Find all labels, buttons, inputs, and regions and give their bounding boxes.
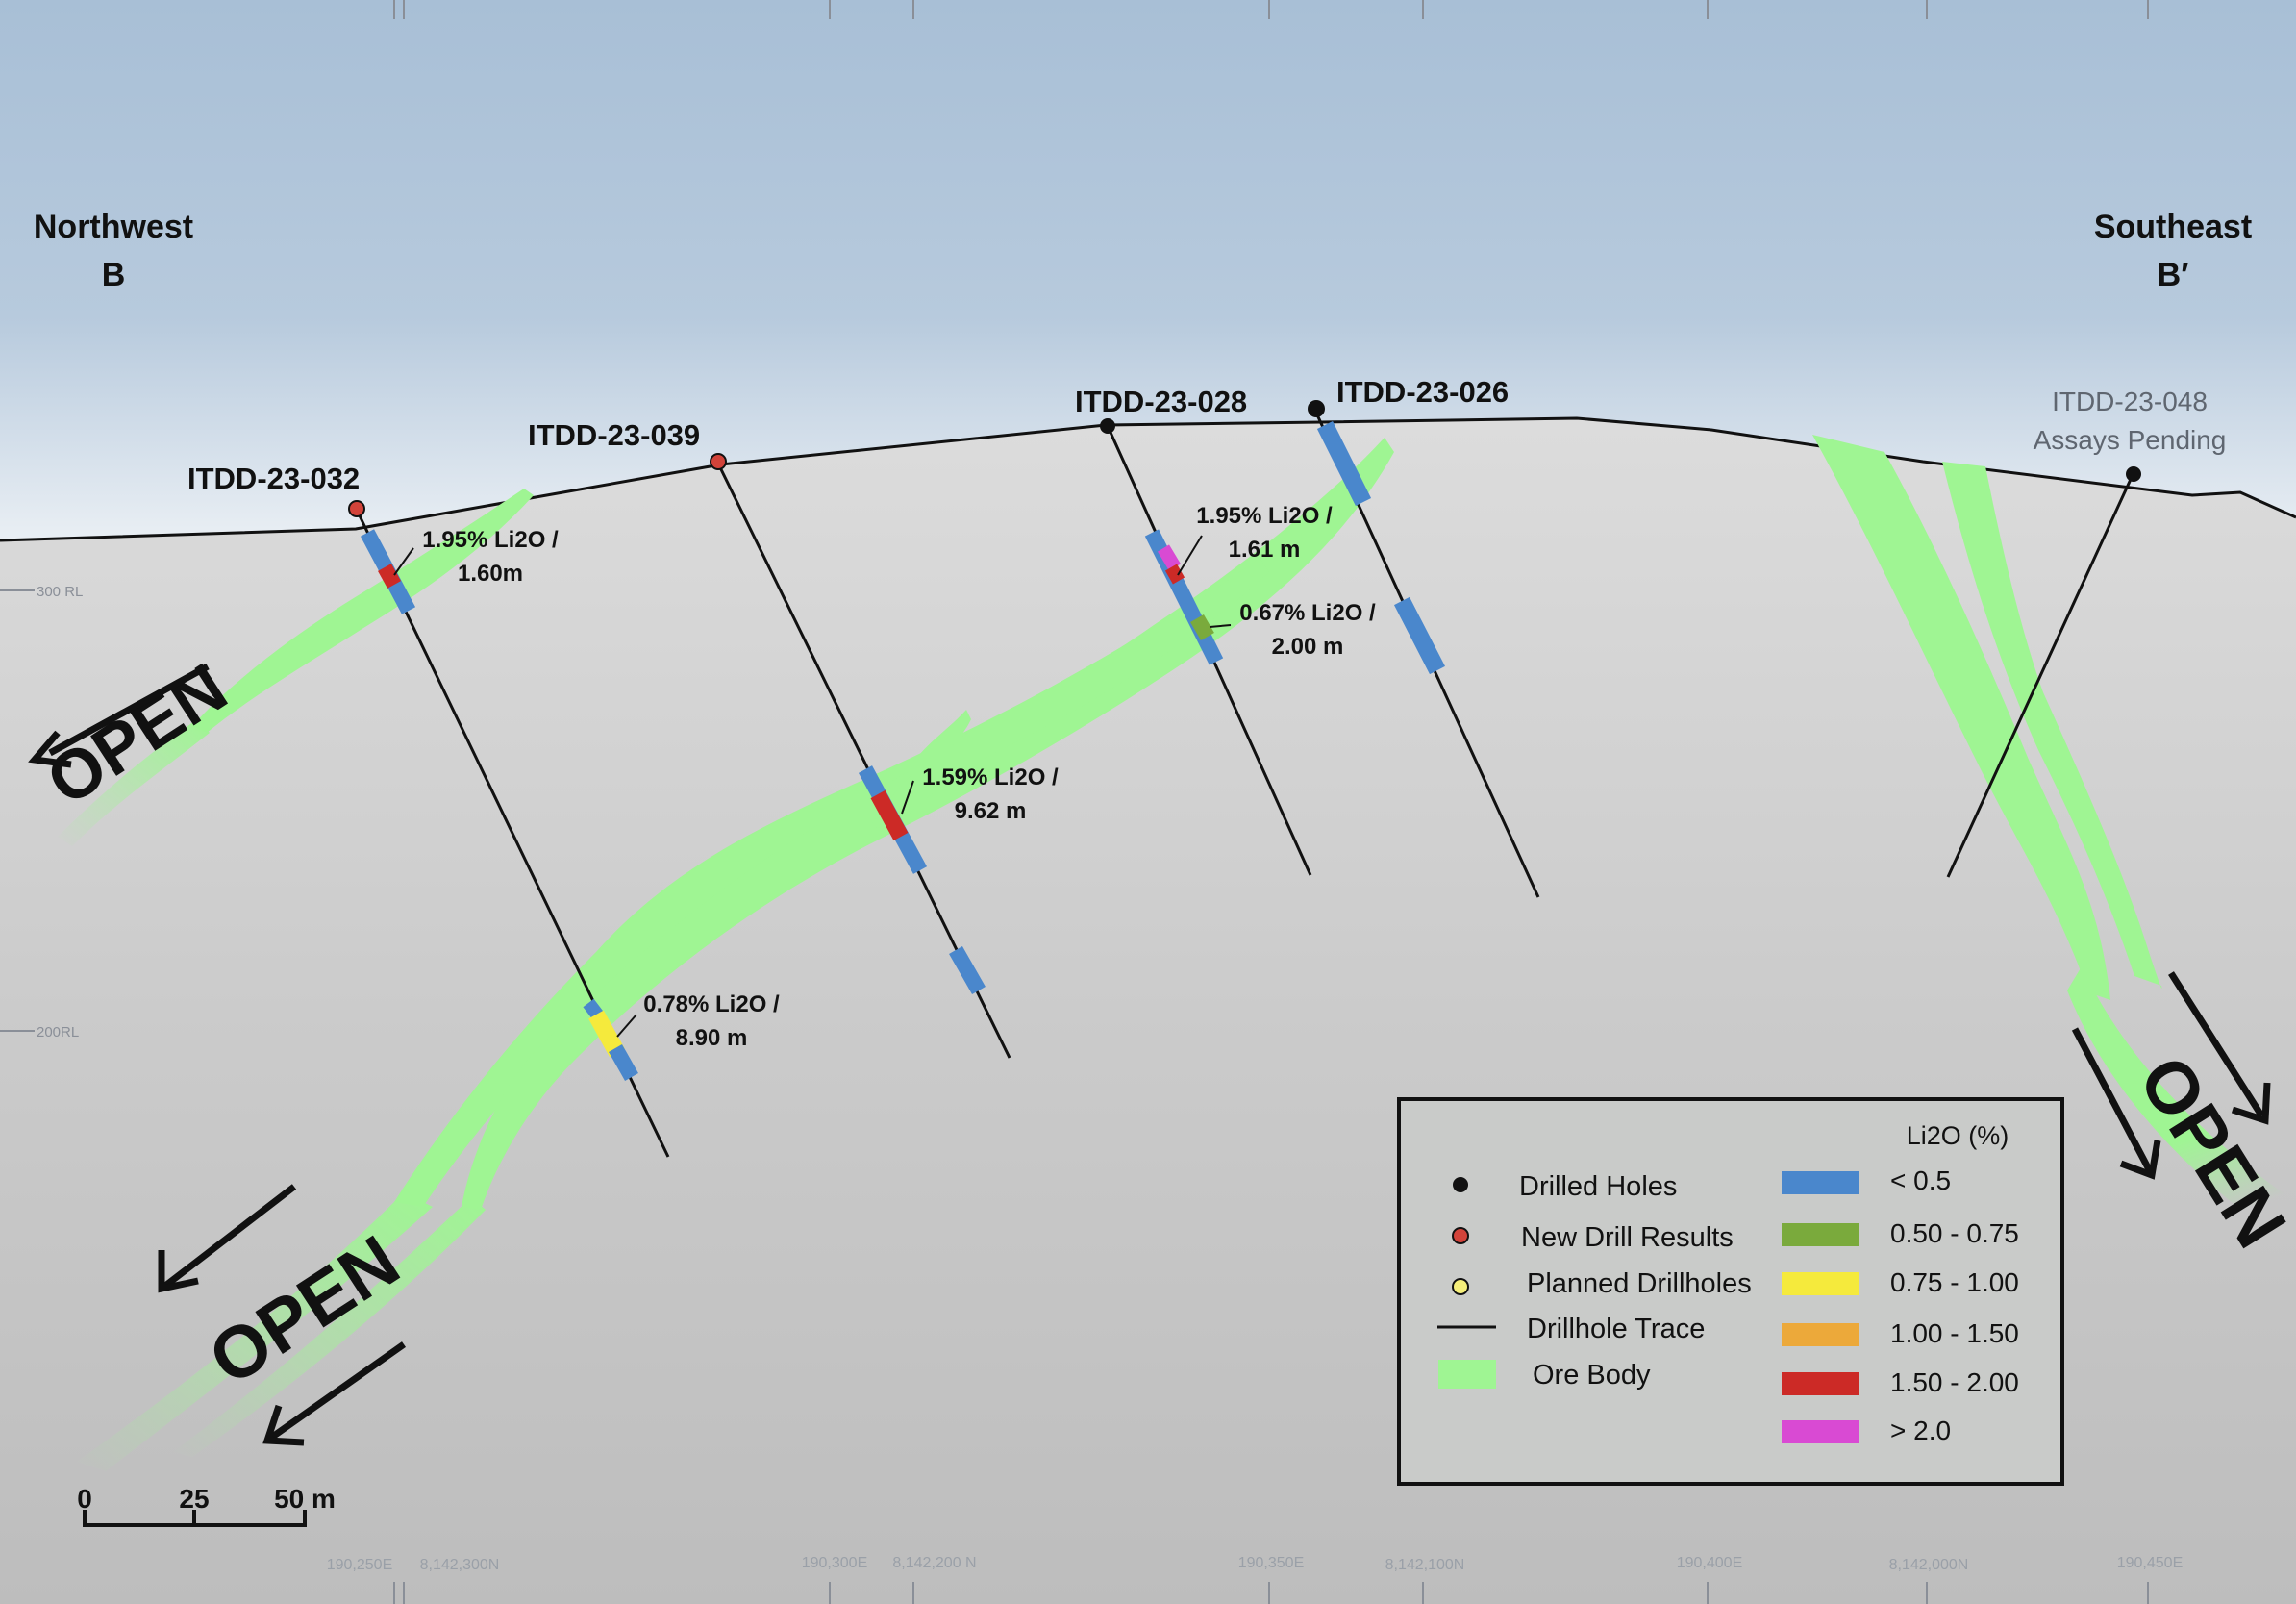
collar-itdd-23-028	[1100, 418, 1115, 434]
svg-text:190,450E: 190,450E	[2117, 1555, 2184, 1571]
direction-northwest: Northwest	[34, 209, 193, 245]
ore-body-upper-left	[192, 489, 534, 733]
ore-body-lower-left-tail-2	[173, 1197, 486, 1457]
black-dot-icon	[1453, 1177, 1468, 1192]
ore-body-main-upper	[870, 558, 1269, 829]
legend-swatch-2	[1782, 1272, 1859, 1295]
svg-text:0.75 - 1.00: 0.75 - 1.00	[1890, 1267, 2019, 1297]
ore-body-right-tail	[2067, 966, 2296, 1250]
collars	[348, 400, 2141, 517]
svg-text:0.67% Li2O /: 0.67% Li2O /	[1239, 600, 1376, 626]
label-itdd-23-028: ITDD-23-028	[1075, 385, 1247, 418]
red-dot-icon	[1452, 1227, 1469, 1244]
elevation-200rl: 200RL	[0, 1024, 79, 1040]
green-patch-icon	[1438, 1360, 1496, 1389]
intercept-labels: 1.95% Li2O / 1.60m 1.95% Li2O / 1.61 m 0…	[422, 503, 1376, 1051]
svg-text:1.95% Li2O /: 1.95% Li2O /	[1196, 503, 1333, 529]
ore-body-right-1	[1812, 435, 2110, 1000]
svg-text:New Drill Results: New Drill Results	[1521, 1222, 1734, 1253]
ore-body-upper-left-tail	[58, 719, 210, 846]
svg-text:190,300E: 190,300E	[802, 1555, 868, 1571]
label-itdd-23-048-note: Assays Pending	[2034, 425, 2227, 455]
svg-text:0.50 - 0.75: 0.50 - 0.75	[1890, 1218, 2019, 1248]
collar-itdd-23-048	[2126, 466, 2141, 482]
svg-text:190,350E: 190,350E	[1238, 1555, 1305, 1571]
svg-text:0: 0	[77, 1484, 92, 1514]
coordinate-labels: 190,250E 8,142,300N 190,300E 8,142,200 N…	[327, 1555, 2184, 1573]
svg-text:> 2.0: > 2.0	[1890, 1416, 1951, 1445]
svg-text:1.00 - 1.50: 1.00 - 1.50	[1890, 1318, 2019, 1348]
svg-text:2.00 m: 2.00 m	[1272, 634, 1344, 660]
svg-text:8,142,300N: 8,142,300N	[420, 1557, 500, 1573]
svg-text:0.78% Li2O /: 0.78% Li2O /	[643, 991, 780, 1017]
legend-swatch-1	[1782, 1223, 1859, 1246]
ore-body-right-2	[1942, 462, 2162, 990]
svg-text:8,142,000N: 8,142,000N	[1889, 1557, 1969, 1573]
legend-symbol-labels: Drilled Holes New Drill Results Planned …	[1519, 1171, 1752, 1391]
label-itdd-23-048: ITDD-23-048	[2052, 387, 2208, 416]
svg-text:200RL: 200RL	[37, 1024, 79, 1040]
direction-southeast: Southeast	[2094, 209, 2252, 245]
intercept-leaders	[393, 535, 1232, 1038]
direction-labels: Northwest B Southeast B′	[34, 209, 2252, 293]
legend-grade-title: Li2O (%)	[1907, 1121, 2009, 1150]
ore-body-lower-left-tail	[77, 1192, 433, 1471]
label-itdd-23-032: ITDD-23-032	[187, 462, 360, 495]
legend: Drilled Holes New Drill Results Planned …	[1397, 1097, 2064, 1486]
label-itdd-23-026: ITDD-23-026	[1336, 375, 1509, 409]
topography-line	[0, 416, 2296, 542]
ore-body-finger	[909, 710, 971, 779]
svg-text:Ore Body: Ore Body	[1533, 1360, 1651, 1391]
svg-text:Drillhole Trace: Drillhole Trace	[1527, 1314, 1705, 1344]
svg-text:1.60m: 1.60m	[458, 561, 523, 587]
legend-grade-swatches	[1782, 1171, 1859, 1443]
svg-text:190,250E: 190,250E	[327, 1557, 393, 1573]
ore-bodies	[58, 435, 2296, 1471]
svg-text:190,400E: 190,400E	[1677, 1555, 1743, 1571]
top-grid-ticks	[393, 0, 2149, 19]
drillhole-labels: ITDD-23-032 ITDD-23-039 ITDD-23-028 ITDD…	[187, 375, 1509, 495]
label-itdd-23-039: ITDD-23-039	[528, 418, 700, 452]
svg-text:1.59% Li2O /: 1.59% Li2O /	[922, 764, 1059, 790]
collar-itdd-23-039	[710, 453, 727, 470]
bottom-grid-ticks	[393, 1582, 2149, 1604]
legend-swatch-0	[1782, 1171, 1859, 1194]
collar-itdd-23-026	[1308, 400, 1325, 417]
trace-itdd-23-048	[1946, 474, 2134, 878]
svg-text:1.61 m: 1.61 m	[1229, 537, 1301, 563]
scale-bar: 0 25 50 m	[77, 1484, 336, 1527]
yellow-dot-icon	[1452, 1278, 1469, 1295]
svg-text:Planned Drillholes: Planned Drillholes	[1527, 1268, 1752, 1299]
grade-intervals	[360, 420, 1446, 1081]
label-itdd-23-048-group: ITDD-23-048 Assays Pending	[2034, 387, 2227, 455]
svg-text:Drilled Holes: Drilled Holes	[1519, 1171, 1677, 1202]
svg-text:8,142,100N: 8,142,100N	[1385, 1557, 1465, 1573]
svg-text:25: 25	[179, 1484, 209, 1514]
svg-text:< 0.5: < 0.5	[1890, 1165, 1951, 1195]
direction-b: B	[102, 257, 126, 293]
legend-swatch-5	[1782, 1420, 1859, 1443]
legend-swatch-4	[1782, 1372, 1859, 1395]
legend-swatch-3	[1782, 1323, 1859, 1346]
elevation-300rl: 300 RL	[0, 584, 83, 600]
svg-text:50 m: 50 m	[274, 1484, 336, 1514]
legend-box	[1397, 1097, 2064, 1486]
legend-grade-labels: < 0.5 0.50 - 0.75 0.75 - 1.00 1.00 - 1.5…	[1890, 1165, 2019, 1445]
svg-text:8,142,200 N: 8,142,200 N	[892, 1555, 976, 1571]
svg-text:300 RL: 300 RL	[37, 584, 83, 600]
svg-text:8.90 m: 8.90 m	[676, 1025, 748, 1051]
svg-text:1.50 - 2.00: 1.50 - 2.00	[1890, 1367, 2019, 1397]
svg-text:1.95% Li2O /: 1.95% Li2O /	[422, 527, 559, 553]
direction-b-prime: B′	[2158, 257, 2189, 293]
collar-itdd-23-032	[348, 500, 365, 517]
svg-text:9.62 m: 9.62 m	[955, 798, 1027, 824]
